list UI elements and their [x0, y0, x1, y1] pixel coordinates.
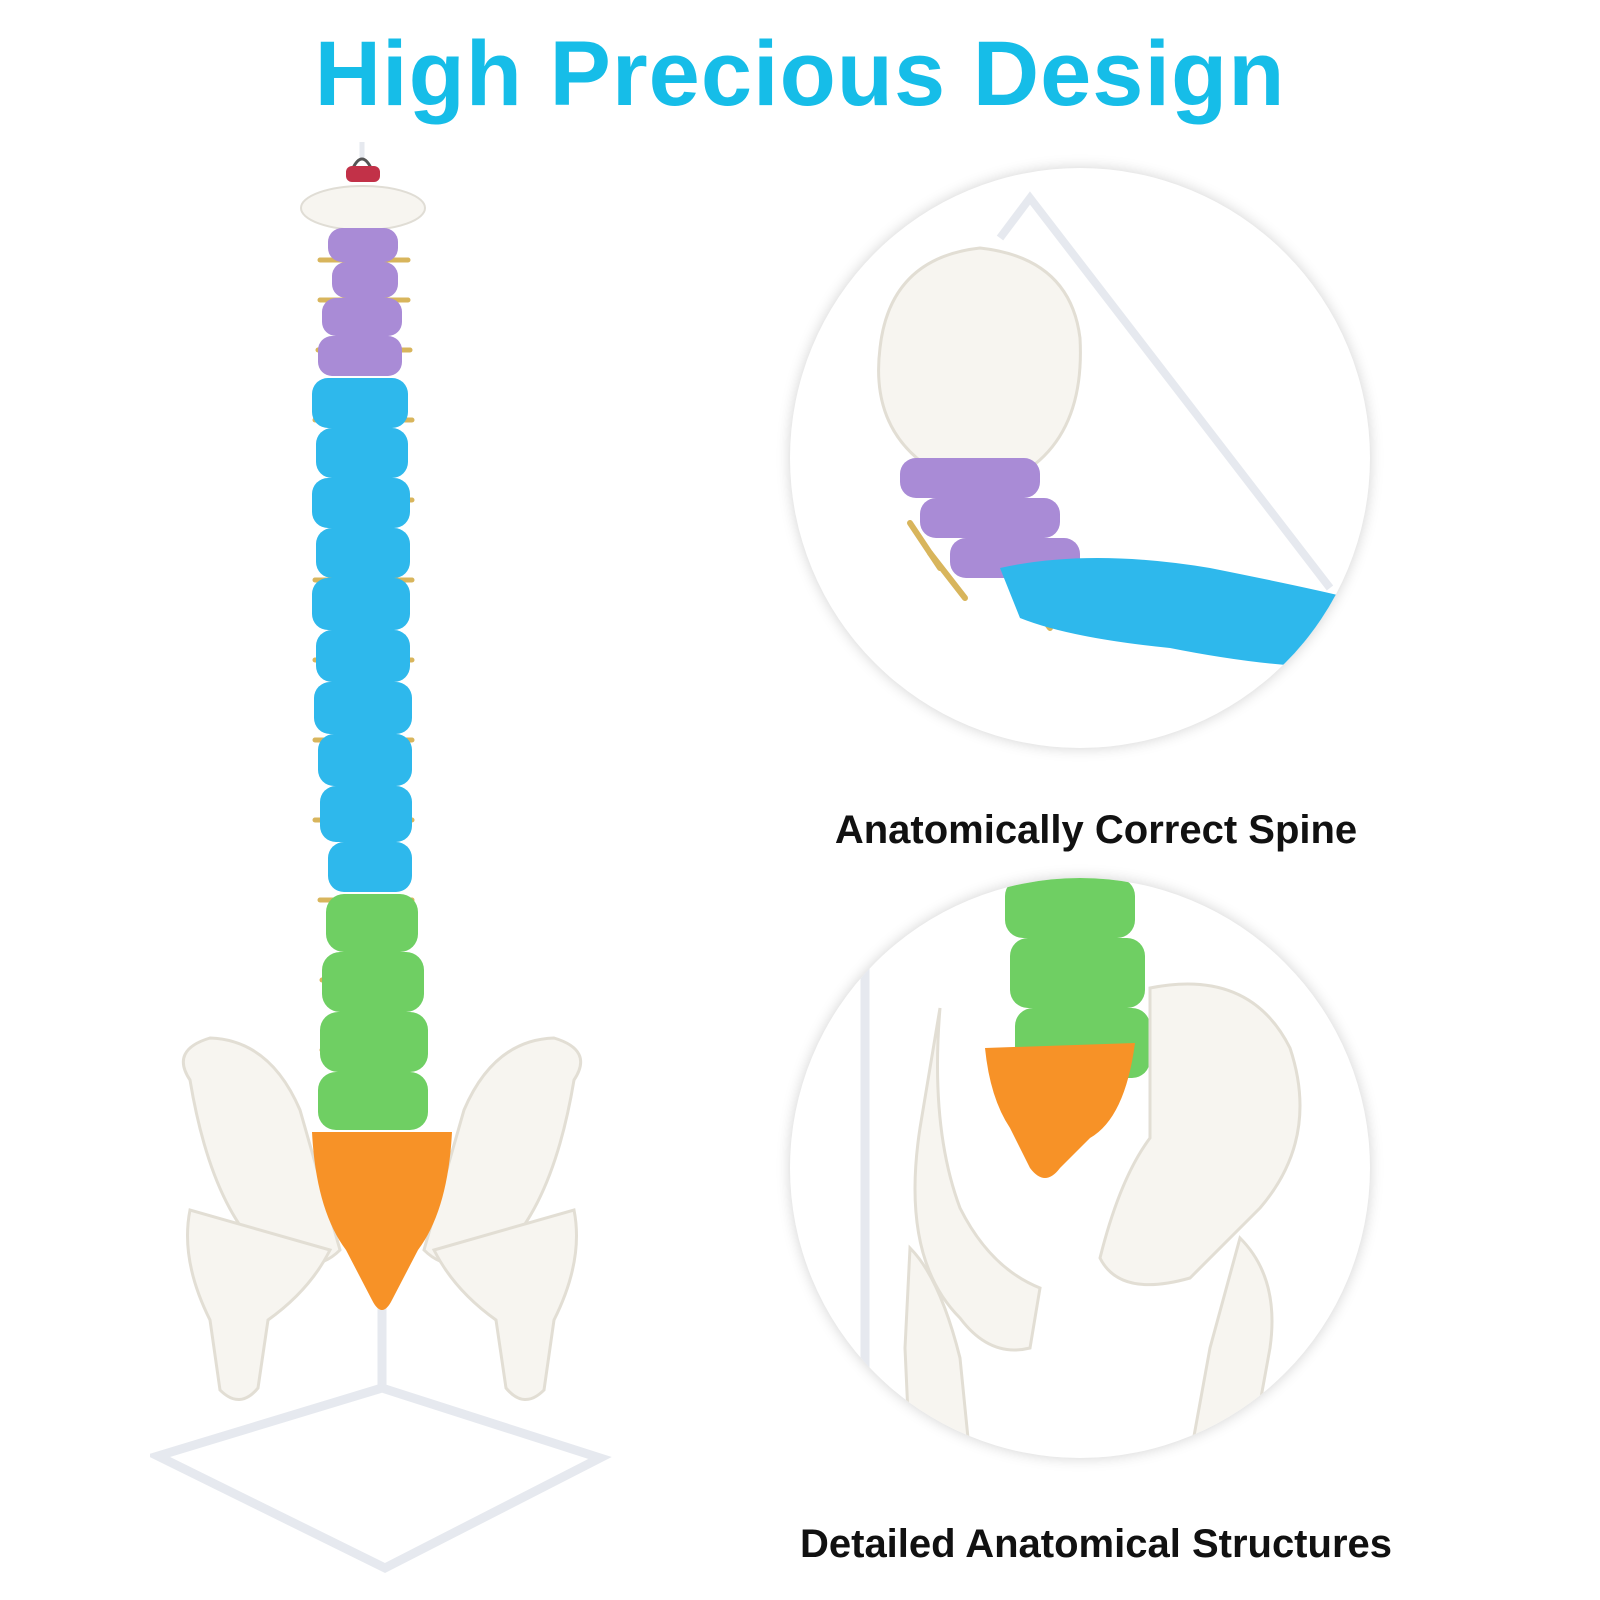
thoracic-vertebrae [312, 378, 412, 892]
pelvis-detail-drawing [860, 878, 1302, 1458]
pelvis-detail-inset [790, 878, 1370, 1458]
caption-structures: Detailed Anatomical Structures [799, 1522, 1392, 1566]
pelvis-bones [181, 1036, 583, 1401]
spine-model-illustration [145, 120, 630, 1590]
sacrum [312, 1132, 452, 1310]
caption-spine: Anatomically Correct Spine [834, 808, 1358, 852]
hanging-hook [346, 142, 380, 182]
cervical-detail-drawing [877, 191, 1350, 668]
cervical-vertebrae [318, 228, 402, 376]
lumbar-vertebrae [318, 894, 428, 1130]
headline: High Precious Design [314, 23, 1286, 125]
spine-model-drawing [145, 142, 612, 1574]
occipital-base [300, 185, 426, 231]
cervical-detail-inset [790, 168, 1370, 748]
